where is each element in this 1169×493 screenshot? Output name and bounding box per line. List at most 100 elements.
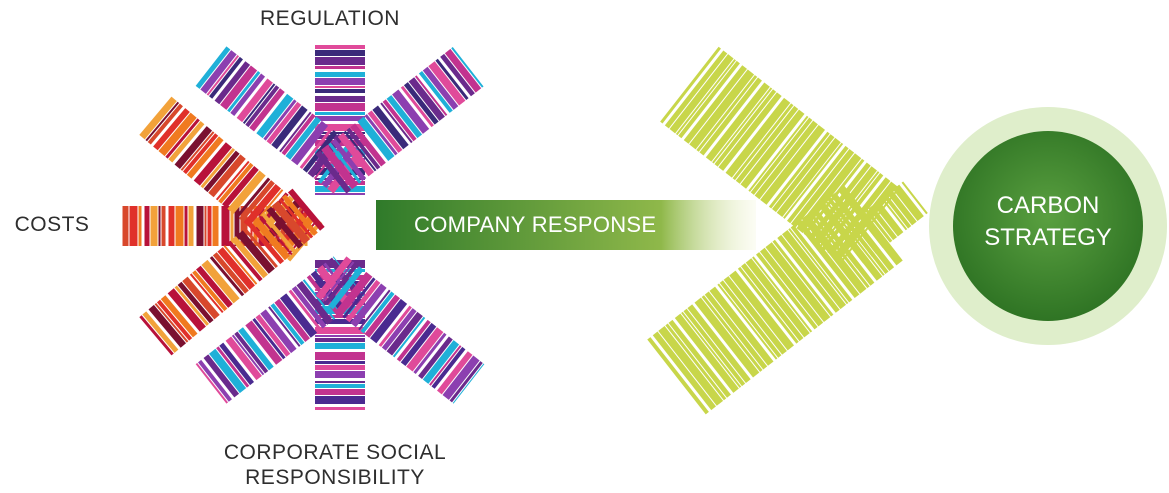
stripe bbox=[422, 340, 460, 384]
stripe bbox=[782, 229, 847, 310]
stripe bbox=[315, 50, 365, 56]
stripe bbox=[790, 225, 853, 303]
stripe bbox=[145, 101, 180, 142]
stripe bbox=[287, 188, 325, 231]
stripe bbox=[288, 289, 322, 331]
stripe bbox=[668, 319, 731, 398]
stripe bbox=[147, 103, 183, 145]
stripe bbox=[735, 105, 799, 184]
stripe bbox=[279, 293, 318, 338]
stripe bbox=[437, 351, 473, 395]
stripe bbox=[207, 206, 212, 246]
stripe bbox=[392, 316, 426, 358]
stripe bbox=[403, 82, 439, 125]
stripe bbox=[315, 66, 365, 69]
stripe bbox=[647, 337, 709, 415]
stripe bbox=[285, 116, 322, 160]
stripe bbox=[252, 217, 291, 261]
stripe bbox=[200, 147, 236, 189]
stripe bbox=[819, 171, 880, 248]
stripe bbox=[261, 212, 297, 254]
stripe bbox=[214, 61, 251, 105]
stripe bbox=[198, 359, 232, 402]
stripe bbox=[346, 127, 381, 170]
stripe bbox=[444, 48, 482, 93]
stripe bbox=[315, 72, 365, 77]
stripe bbox=[345, 279, 381, 323]
stripe bbox=[315, 371, 365, 378]
stripe bbox=[296, 281, 333, 325]
stripe bbox=[701, 295, 763, 372]
stripe bbox=[180, 131, 215, 171]
stripe bbox=[449, 361, 483, 403]
stripe bbox=[245, 320, 283, 365]
stripe bbox=[227, 71, 261, 113]
stripe bbox=[847, 222, 875, 257]
stripe bbox=[315, 256, 352, 301]
stripe bbox=[281, 113, 316, 156]
stripe bbox=[182, 133, 219, 175]
stripe bbox=[324, 263, 359, 306]
stripe bbox=[745, 258, 810, 338]
stripe bbox=[396, 319, 431, 362]
stripe bbox=[174, 126, 213, 169]
green-chevron bbox=[647, 46, 928, 415]
stripe bbox=[665, 323, 727, 401]
stripe bbox=[266, 101, 302, 145]
stripe bbox=[252, 317, 286, 360]
stripe bbox=[796, 153, 862, 234]
stripe bbox=[243, 183, 282, 227]
stripe bbox=[752, 256, 813, 333]
stripe bbox=[315, 365, 365, 370]
stripe bbox=[315, 186, 365, 192]
stripe bbox=[681, 311, 742, 388]
stripe bbox=[144, 206, 150, 246]
stripe bbox=[315, 57, 365, 65]
stripe bbox=[748, 115, 809, 192]
stripe bbox=[331, 138, 367, 182]
stripe bbox=[712, 87, 773, 164]
stripe bbox=[683, 65, 747, 144]
stripe bbox=[321, 144, 359, 190]
stripe bbox=[148, 304, 187, 348]
stripe bbox=[175, 206, 184, 246]
stripe bbox=[725, 97, 791, 178]
stripe bbox=[442, 355, 480, 400]
stripe bbox=[429, 345, 462, 386]
stripe bbox=[883, 194, 912, 229]
stripe bbox=[150, 206, 158, 246]
stripe bbox=[719, 280, 782, 358]
stripe bbox=[238, 180, 275, 222]
stripe bbox=[717, 283, 778, 360]
stripe bbox=[451, 47, 484, 88]
stripe bbox=[165, 118, 200, 159]
stripe bbox=[188, 206, 194, 246]
stripe bbox=[208, 154, 246, 198]
stripe bbox=[223, 245, 258, 285]
stripe bbox=[270, 303, 305, 346]
stripe bbox=[315, 86, 365, 88]
stripe bbox=[787, 145, 849, 224]
stripe bbox=[236, 230, 275, 274]
stripe bbox=[386, 311, 423, 356]
stripe bbox=[750, 117, 813, 195]
stripe bbox=[209, 348, 247, 394]
stripe bbox=[408, 77, 445, 121]
stripe bbox=[315, 116, 365, 121]
stripe bbox=[315, 78, 365, 85]
stripe bbox=[358, 289, 391, 331]
stripe bbox=[195, 362, 229, 404]
stripe bbox=[737, 266, 799, 344]
stripe bbox=[790, 148, 855, 228]
stripe bbox=[705, 82, 770, 162]
stripe bbox=[709, 286, 774, 366]
csr-left-arm bbox=[195, 256, 365, 404]
stripe bbox=[660, 46, 721, 124]
stripe bbox=[201, 259, 240, 304]
stripe bbox=[440, 53, 475, 97]
stripe bbox=[291, 285, 327, 329]
stripe bbox=[328, 266, 364, 310]
stripe bbox=[156, 299, 193, 341]
label-csr-line2: RESPONSIBILITY bbox=[245, 466, 425, 489]
stripe bbox=[873, 200, 904, 237]
